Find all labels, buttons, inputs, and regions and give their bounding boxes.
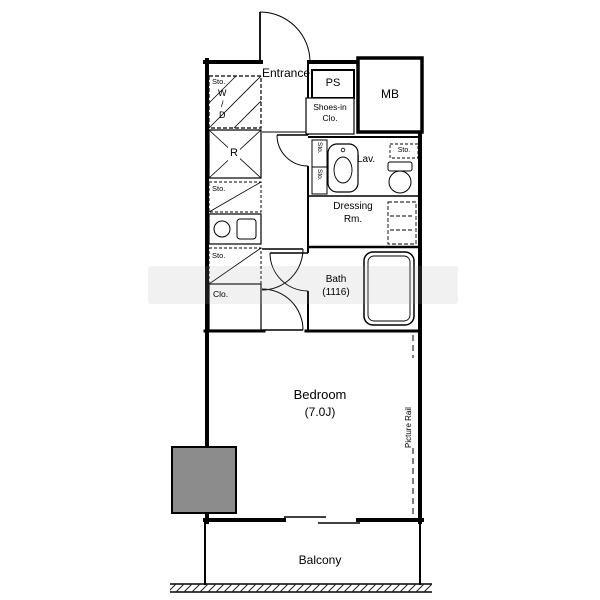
label-picture-rail: Picture Rail: [404, 407, 413, 448]
label-refrigerator: R: [228, 147, 240, 161]
room-label-shoes-closet: Shoes-in Clo.: [313, 102, 347, 123]
kitchen-counter: [208, 213, 262, 245]
room-label-ps: PS: [325, 77, 341, 89]
label-laundry-sto: Sto.: [212, 77, 226, 86]
room-label-mb: MB: [381, 87, 399, 101]
shoes-closet-box: [305, 97, 355, 135]
toilet: [387, 161, 413, 194]
label-lav-sto-3: Sto.: [397, 147, 411, 154]
label-washer-dryer: W/D: [217, 88, 228, 121]
room-label-balcony: Balcony: [298, 553, 342, 567]
washing-machine-space: [387, 201, 417, 245]
bathtub: [363, 251, 415, 326]
dressing-door: [276, 134, 309, 167]
label-lav-sto-2: Sto.: [316, 169, 324, 181]
entrance-door: [259, 11, 311, 63]
stove-burner: [213, 220, 231, 238]
lav-storage-2: [311, 166, 328, 195]
label-lav-sto-1: Sto.: [316, 142, 324, 154]
washbasin: [327, 143, 359, 193]
room-label-bedroom: Bedroom (7.0J): [293, 387, 347, 420]
meter-box: [356, 56, 424, 134]
label-hall-sto: Sto.: [212, 251, 226, 260]
closet-box: [208, 283, 262, 331]
closet-doors: [261, 248, 304, 331]
pillar: [171, 446, 237, 514]
bath-door: [269, 252, 309, 292]
room-label-lavatory: Lav.: [357, 154, 376, 165]
lav-storage-3: [389, 143, 419, 159]
room-label-dressing: Dressing Rm.: [333, 201, 373, 225]
doors: [259, 11, 311, 331]
kitchen-sink: [236, 218, 257, 240]
balcony-hatch: [170, 584, 432, 592]
watermark: [148, 266, 458, 304]
room-label-closet: Clo.: [213, 289, 229, 299]
label-kitchen-sto: Sto.: [212, 184, 226, 193]
room-label-bath: Bath (1116): [322, 274, 350, 298]
room-label-entrance: Entrance: [261, 66, 311, 80]
